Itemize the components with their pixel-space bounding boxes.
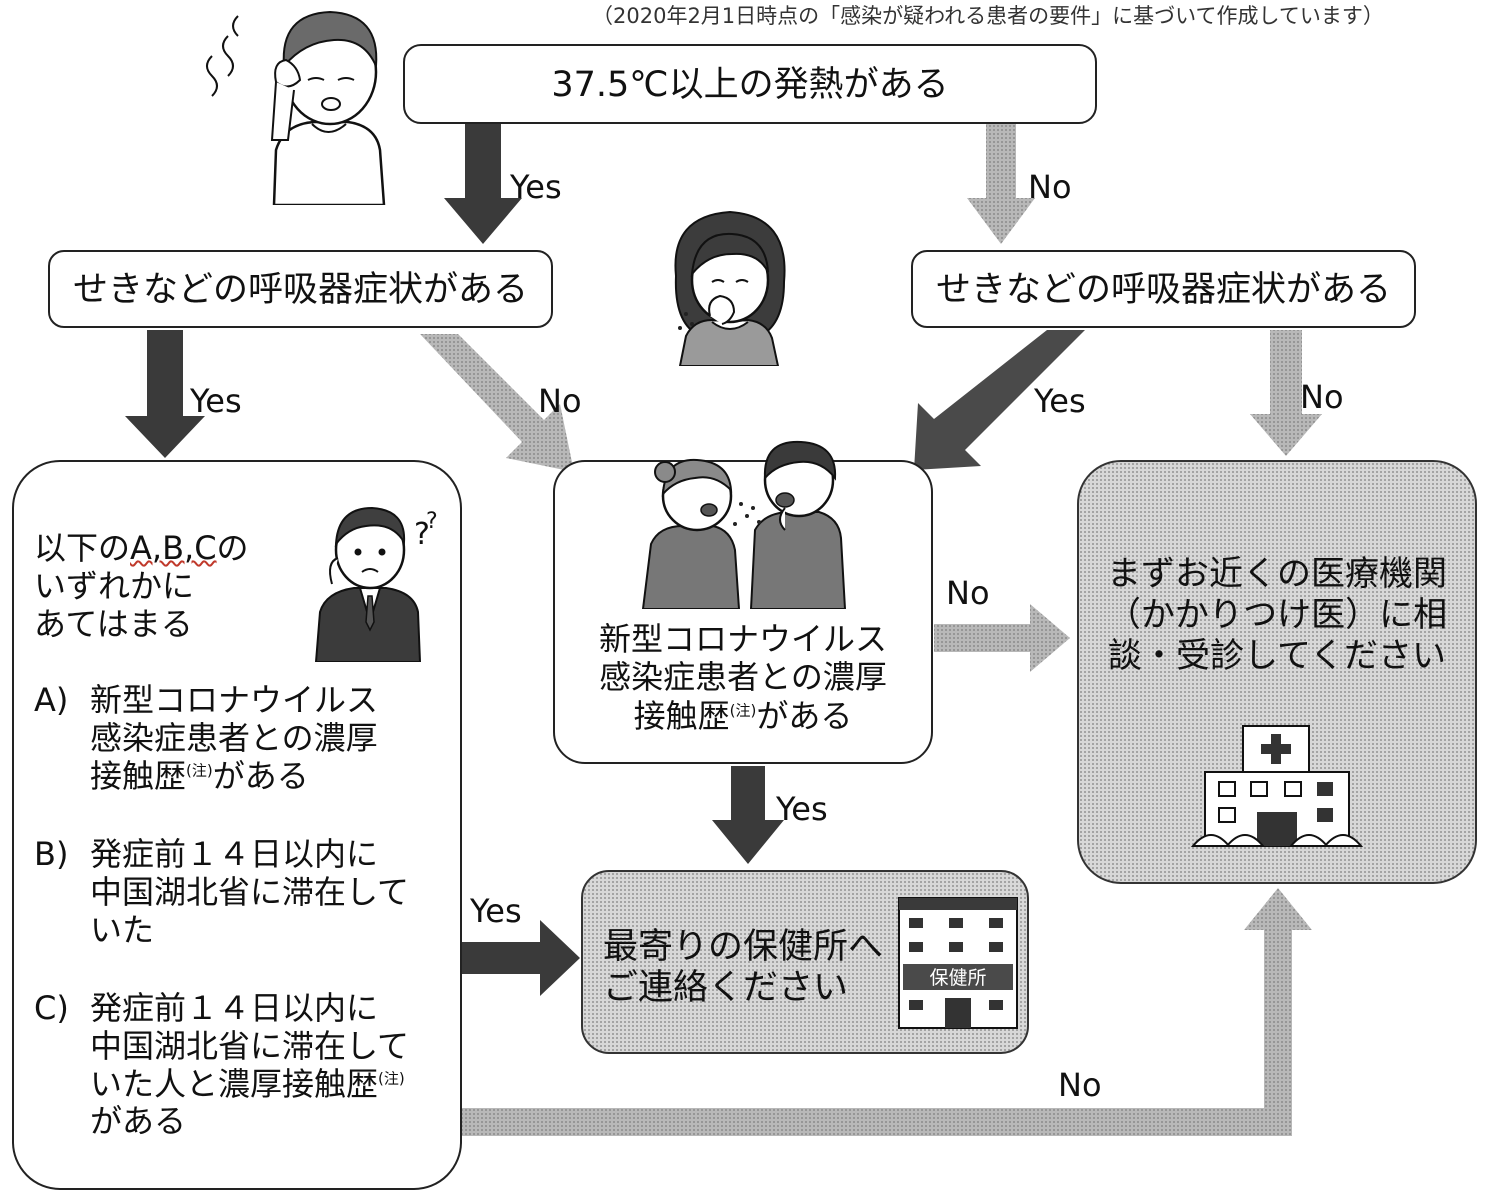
label-fever-yes: Yes [510, 168, 562, 206]
person-with-fever-icon [206, 10, 386, 205]
label-right-no: No [1300, 378, 1344, 416]
clinic-line3: 談・受診してください [1108, 635, 1446, 676]
worried-businessman-icon: ? ? [314, 506, 438, 662]
arrow-right-yes [914, 330, 1085, 470]
arrow-contact-no [934, 604, 1070, 672]
contact-line3-rest: がある [756, 696, 853, 735]
respiratory-left-text: せきなどの呼吸器症状がある [72, 270, 528, 310]
label-conditions-yes: Yes [470, 892, 522, 930]
arrow-fever-no [967, 124, 1035, 244]
clinic-line2: （かかりつけ医）に相 [1106, 594, 1448, 635]
label-left-yes: Yes [190, 382, 242, 420]
condition-b-line2: 中国湖北省に滞在して [90, 872, 410, 911]
respiratory-node-right: せきなどの呼吸器症状がある [911, 250, 1416, 328]
condition-c-line2: 中国湖北省に滞在して [90, 1026, 410, 1065]
condition-c-line4: がある [90, 1102, 187, 1141]
contact-node-text: 新型コロナウイルス 感染症患者との濃厚 接触歴(注)がある [555, 620, 931, 735]
condition-a-line3-rest: がある [212, 756, 309, 795]
condition-a-note: (注) [186, 760, 213, 779]
coughing-woman-icon [674, 210, 786, 366]
health-center-line2: ご連絡ください [603, 968, 849, 1009]
clinic-node: まずお近くの医療機関 （かかりつけ医）に相 談・受診してください [1077, 460, 1477, 884]
arrow-right-no [1250, 330, 1322, 456]
heading-line2: いずれかに [34, 566, 195, 605]
condition-a-letter: A) [34, 681, 69, 719]
svg-text:?: ? [414, 517, 430, 552]
contact-node: 新型コロナウイルス 感染症患者との濃厚 接触歴(注)がある [553, 440, 933, 764]
heading-suffix: の [216, 529, 249, 567]
fever-node-text: 37.5℃以上の発熱がある [551, 65, 949, 105]
fever-node: 37.5℃以上の発熱がある [403, 44, 1097, 124]
condition-a-line3: 接触歴 [90, 756, 187, 795]
condition-c-line1: 発症前１４日以内に [90, 989, 379, 1027]
contact-line1: 新型コロナウイルス [598, 620, 887, 658]
label-right-yes: Yes [1034, 382, 1086, 420]
arrow-left-no [420, 334, 574, 472]
health-center-building-icon: 保健所 [898, 897, 1018, 1029]
label-conditions-no: No [1058, 1066, 1102, 1104]
condition-c-letter: C) [34, 989, 69, 1027]
arrow-fever-yes [444, 124, 522, 244]
heading-prefix: 以下の [34, 529, 131, 567]
top-note: （2020年2月1日時点の「感染が疑われる患者の要件」に基づいて作成しています） [592, 4, 1384, 28]
heading-line3: あてはまる [34, 604, 193, 643]
clinic-text: まずお近くの医療機関 （かかりつけ医）に相 談・受診してください [1079, 554, 1475, 676]
health-center-text: 最寄りの保健所へ ご連絡ください [603, 927, 883, 1010]
condition-b-letter: B) [34, 835, 69, 873]
clinic-line1: まずお近くの医療機関 [1107, 554, 1447, 594]
arrow-left-yes [125, 330, 205, 458]
hospital-building-icon [1191, 725, 1363, 847]
contact-line2: 感染症患者との濃厚 [599, 658, 887, 697]
arrow-conditions-yes [462, 920, 580, 996]
condition-c-note: (注) [378, 1068, 405, 1087]
condition-b-line1: 発症前１４日以内に [90, 835, 379, 873]
label-left-no: No [538, 382, 582, 420]
contact-line3: 接触歴 [633, 696, 730, 735]
conditions-node: 以下のA,B,Cの いずれかに あてはまる A) 新型コロナウイルス 感染症患者… [12, 460, 462, 1190]
svg-text:?: ? [426, 509, 438, 534]
two-people-coughing-icon [641, 440, 847, 609]
contact-note: (注) [729, 701, 757, 720]
arrow-conditions-no [462, 888, 1312, 1136]
respiratory-node-left: せきなどの呼吸器症状がある [48, 250, 553, 328]
condition-a-line1: 新型コロナウイルス [90, 681, 379, 719]
condition-b-line3: いた [90, 910, 155, 949]
health-center-node: 最寄りの保健所へ ご連絡ください 保健所 [581, 870, 1029, 1054]
condition-a-line2: 感染症患者との濃厚 [90, 718, 378, 757]
arrow-contact-yes [712, 766, 784, 864]
condition-c-line3: いた人と濃厚接触歴 [90, 1064, 379, 1103]
health-center-sign: 保健所 [929, 967, 986, 989]
conditions-heading: 以下のA,B,Cの いずれかに あてはまる [34, 529, 249, 643]
health-center-line1: 最寄りの保健所へ [603, 927, 884, 967]
respiratory-right-text: せきなどの呼吸器症状がある [935, 270, 1391, 310]
label-fever-no: No [1028, 168, 1072, 206]
label-contact-no: No [946, 574, 990, 612]
heading-abc: A,B,C [130, 529, 217, 567]
label-contact-yes: Yes [776, 790, 828, 828]
